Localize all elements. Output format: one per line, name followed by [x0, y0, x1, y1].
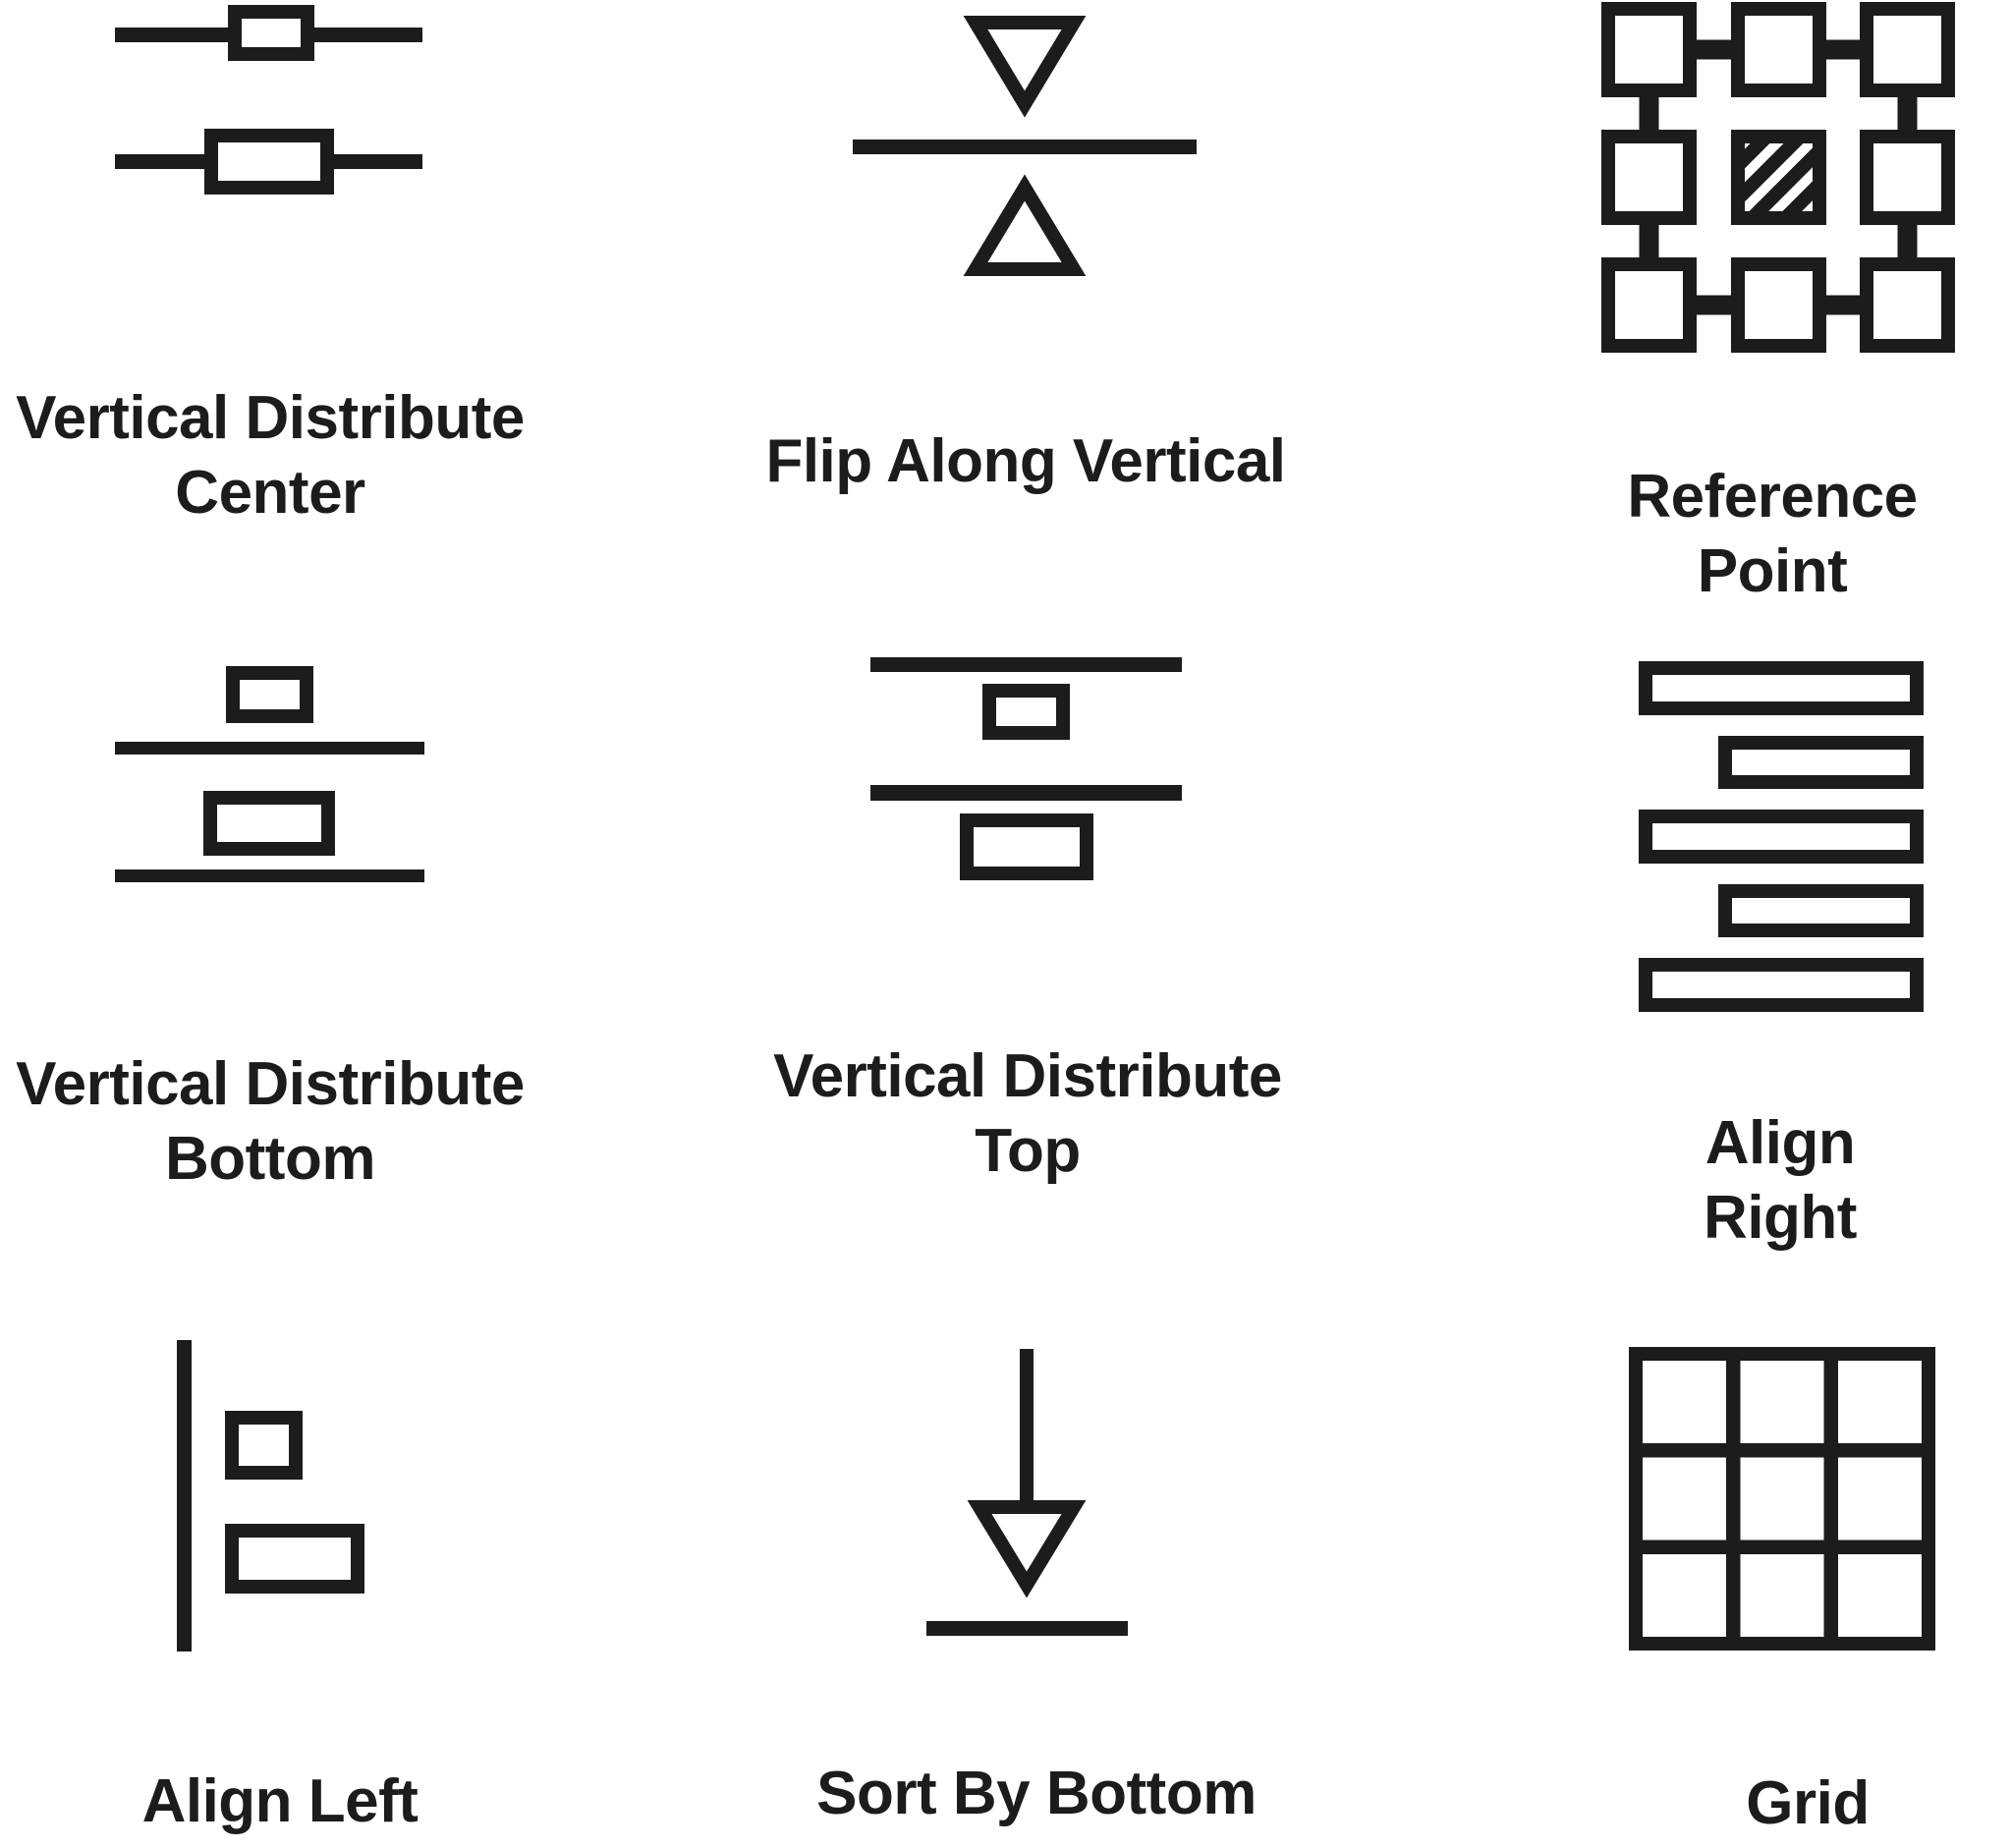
vertical-distribute-bottom-label: Vertical Distribute Bottom: [16, 1050, 525, 1193]
reference-point-label: Reference Point: [1627, 463, 1918, 605]
reference-point-icon: [1601, 2, 1955, 354]
vertical-distribute-top-label: Vertical Distribute Top: [773, 1042, 1282, 1185]
grid-icon: [1629, 1347, 1935, 1651]
vertical-distribute-top-icon: [870, 657, 1182, 880]
sort-by-bottom-label: Sort By Bottom: [816, 1760, 1257, 1827]
flip-along-vertical-icon: [853, 16, 1197, 277]
align-left-icon: [177, 1340, 364, 1652]
vertical-distribute-center-label: Vertical Distribute Center: [16, 384, 525, 527]
align-right-label: Align Right: [1704, 1109, 1857, 1252]
align-right-icon: [1639, 661, 1924, 1012]
vertical-distribute-center-icon: [115, 5, 422, 195]
grid-label: Grid: [1746, 1769, 1870, 1837]
flip-along-vertical-label: Flip Along Vertical: [765, 427, 1286, 495]
vertical-distribute-bottom-icon: [115, 666, 424, 882]
align-left-label: Align Left: [141, 1767, 419, 1835]
sort-by-bottom-icon: [926, 1349, 1128, 1636]
